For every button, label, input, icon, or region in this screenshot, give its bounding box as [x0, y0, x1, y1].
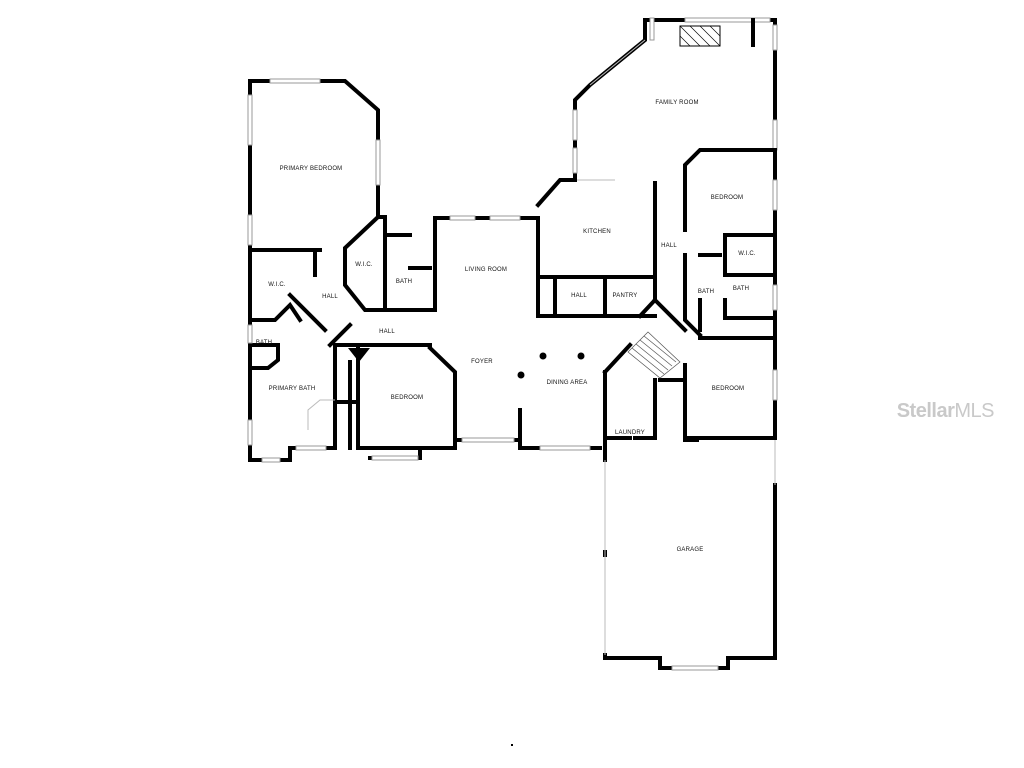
hall-kitchen-label: HALL — [571, 293, 587, 299]
family-room-label: FAMILY ROOM — [655, 100, 698, 106]
dining-area-label: DINING AREA — [547, 380, 588, 386]
garage-walls — [603, 438, 777, 671]
garage-label: GARAGE — [677, 547, 704, 553]
hall-left-label: HALL — [322, 294, 338, 300]
foyer-label: FOYER — [471, 359, 493, 365]
hall-lower-label: HALL — [379, 329, 395, 335]
wic-right-label: W.I.C. — [738, 251, 756, 257]
bath-mid-label: BATH — [396, 279, 412, 285]
kitchen-label: KITCHEN — [583, 229, 611, 235]
wic-mid-label: W.I.C. — [355, 262, 373, 268]
stellar-mls-watermark: StellarMLS — [896, 400, 995, 423]
wic-left-label: W.I.C. — [268, 282, 286, 288]
front-bedroom-walls — [356, 345, 457, 461]
primary-bedroom-label: PRIMARY BEDROOM — [280, 166, 343, 172]
bedroom-right-bottom-label: BEDROOM — [712, 386, 744, 392]
watermark-brand-bold: Stellar — [896, 400, 955, 422]
primary-suite-walls — [247, 78, 437, 463]
family-room-walls — [572, 17, 778, 440]
bath-right-2-label: BATH — [733, 286, 749, 292]
primary-bath-label: PRIMARY BATH — [269, 386, 316, 392]
laundry-walls — [602, 297, 688, 440]
center-walls — [433, 215, 602, 451]
right-wing-walls — [683, 148, 778, 440]
laundry-label: LAUNDRY — [615, 430, 645, 436]
hall-right-label: HALL — [661, 243, 677, 249]
bedroom-front-label: BEDROOM — [391, 395, 423, 401]
bedroom-right-top-label: BEDROOM — [711, 195, 743, 201]
living-room-label: LIVING ROOM — [465, 267, 507, 273]
watermark-brand-light: MLS — [954, 400, 994, 422]
bath-right-1-label: BATH — [698, 289, 714, 295]
bath-left-label: BATH — [256, 340, 272, 346]
pantry-label: PANTRY — [613, 293, 638, 299]
